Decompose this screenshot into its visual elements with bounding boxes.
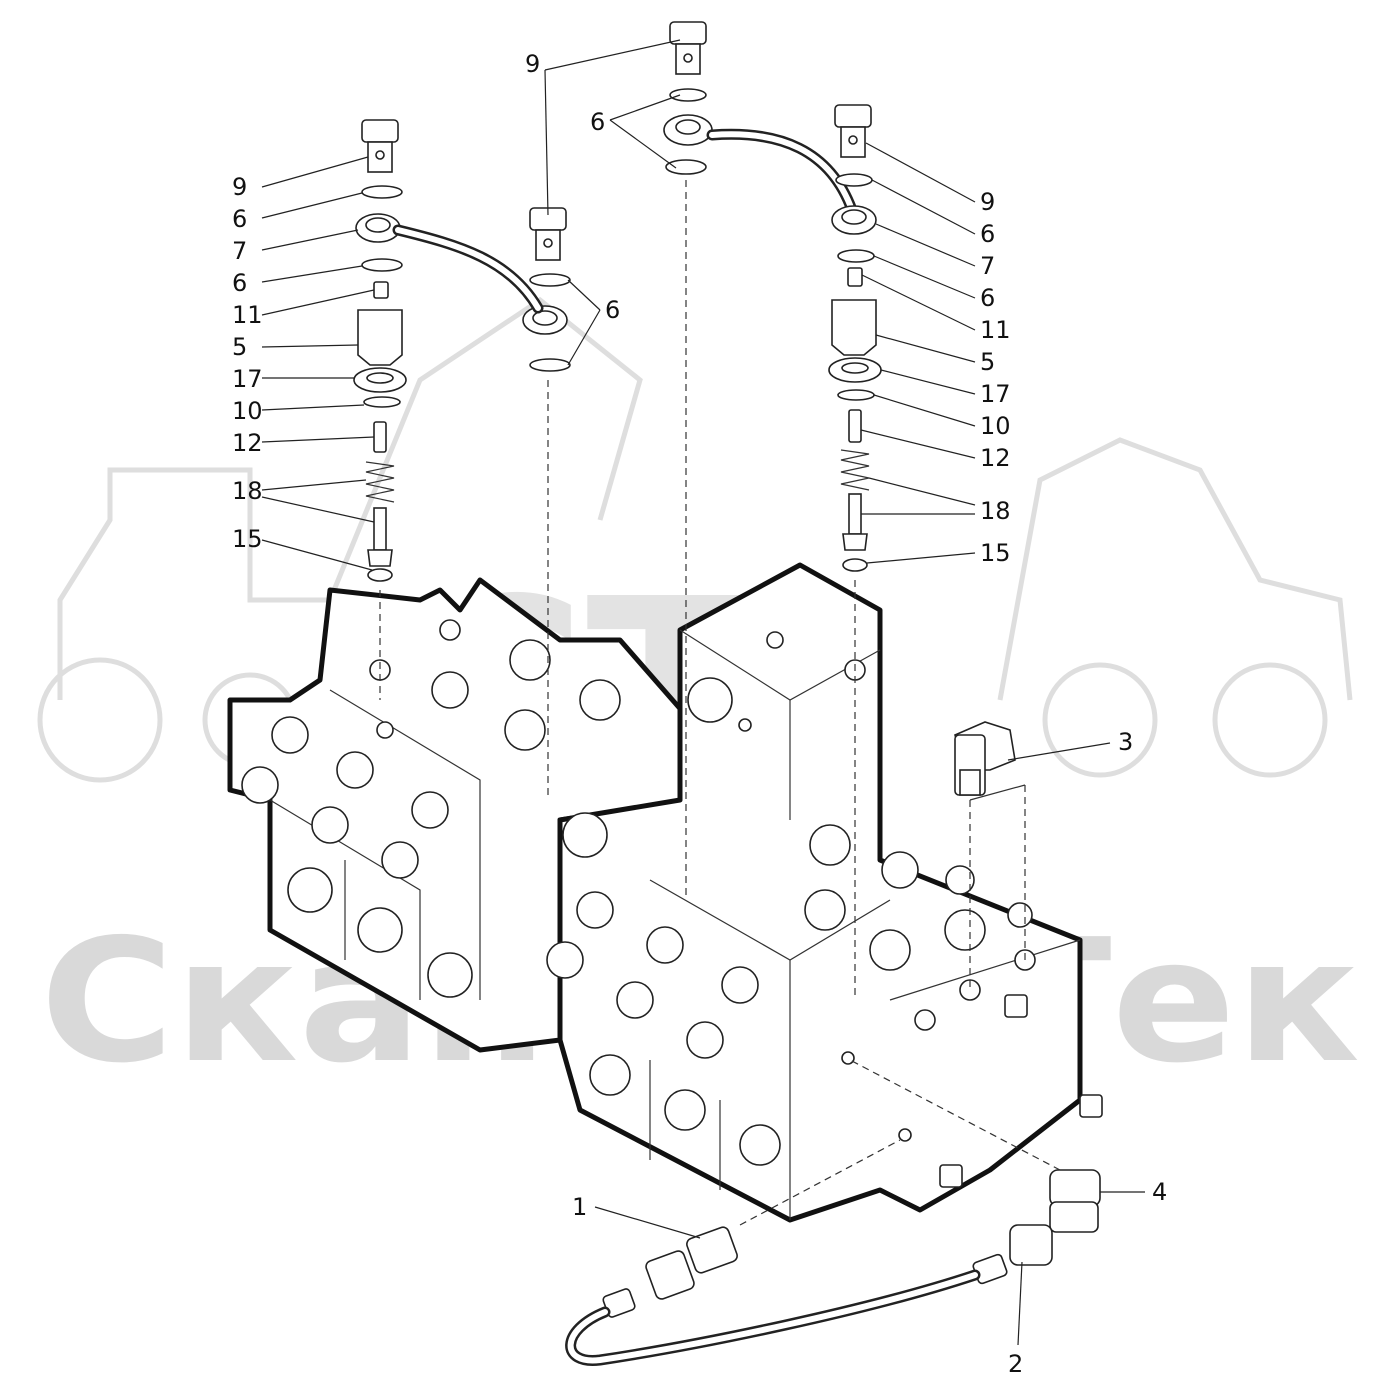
callout-6-center-top: 6 (590, 108, 605, 136)
callout-1: 1 (572, 1193, 587, 1221)
callout-9-right: 9 (980, 188, 995, 216)
leader-lines (261, 39, 1145, 1346)
callout-12-right: 12 (980, 444, 1011, 472)
valve-block-right (546, 562, 1103, 1223)
center-top-banjo-stack (663, 21, 858, 900)
center-left-banjo-stack (392, 207, 571, 800)
callout-10-right: 10 (980, 412, 1011, 440)
callout-6-left-a: 6 (232, 205, 247, 233)
right-valve-stack (828, 104, 882, 1000)
callout-9-center: 9 (525, 50, 540, 78)
watermark-tractor-left (37, 296, 643, 783)
callout-17-right: 17 (980, 380, 1011, 408)
callout-11-right: 11 (980, 316, 1011, 344)
callout-7-left: 7 (232, 237, 247, 265)
callout-11-left: 11 (232, 301, 263, 329)
callout-5-left: 5 (232, 333, 247, 361)
valve-block-left (227, 577, 693, 1053)
callout-17-left: 17 (232, 365, 263, 393)
callout-9-left: 9 (232, 173, 247, 201)
callout-5-right: 5 (980, 348, 995, 376)
left-valve-stack (353, 119, 407, 700)
callout-labels: 9 6 7 6 11 5 17 10 12 18 15 9 6 6 9 6 7 … (232, 50, 1167, 1378)
callout-6-right-b: 6 (980, 284, 995, 312)
watermark-tractor-right (997, 437, 1353, 778)
callout-7-right: 7 (980, 252, 995, 280)
callout-12-left: 12 (232, 429, 263, 457)
callout-2: 2 (1008, 1350, 1023, 1378)
callout-6-left-b: 6 (232, 269, 247, 297)
bottom-tube-assembly (565, 1059, 1101, 1366)
callout-10-left: 10 (232, 397, 263, 425)
fitting-3 (954, 721, 1026, 990)
callout-15-right: 15 (980, 539, 1011, 567)
callout-6-right-a: 6 (980, 220, 995, 248)
callout-18-right: 18 (980, 497, 1011, 525)
callout-18-left: 18 (232, 477, 263, 505)
callout-3: 3 (1118, 728, 1133, 756)
callout-15-left: 15 (232, 525, 263, 553)
callout-4: 4 (1152, 1178, 1167, 1206)
callout-6-center: 6 (605, 296, 620, 324)
